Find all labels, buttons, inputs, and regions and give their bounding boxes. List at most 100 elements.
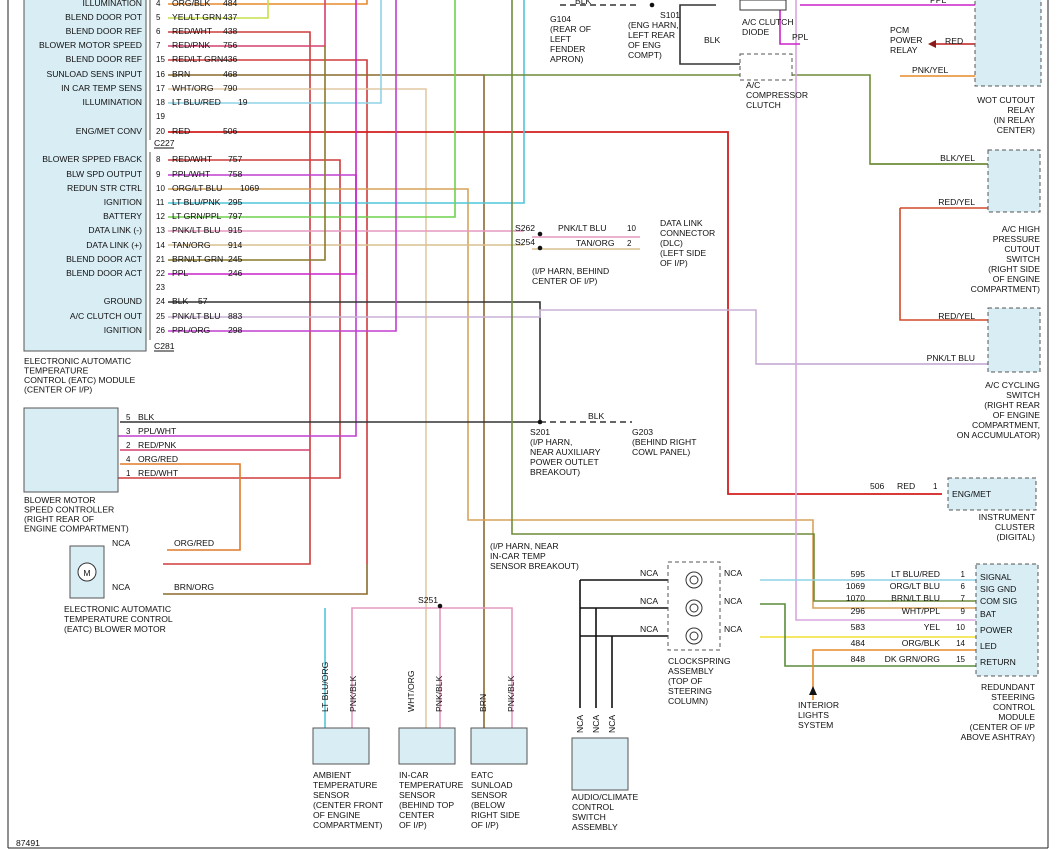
audio-switch-label: ASSEMBLY <box>572 822 618 832</box>
eatc-pin-function: ENG/MET CONV <box>76 126 142 136</box>
eatc-circuit-number: 883 <box>228 311 243 321</box>
cycling-wire-bot: PNK/LT BLU <box>927 353 975 363</box>
eatc-wire-color: ORG/BLK <box>172 0 210 8</box>
dlc-label: (LEFT SIDE <box>660 248 706 258</box>
eatc-circuit-number: 797 <box>228 211 243 221</box>
eatc-pin-function: DATA LINK (-) <box>88 225 142 235</box>
eatc-pin-number: 10 <box>156 184 165 193</box>
s101-location: COMPT) <box>628 50 662 60</box>
clockspring-label: STEERING <box>668 686 712 696</box>
ac-cycling-label: (RIGHT REAR <box>984 400 1040 410</box>
steering-pin: 1 <box>961 570 966 579</box>
steering-circuit: 848 <box>851 654 866 664</box>
eatc-pin-number: 18 <box>156 98 165 107</box>
wire-illumination-484 <box>168 0 368 5</box>
eatc-pin-number: 20 <box>156 127 165 136</box>
wire-484-led <box>812 649 976 700</box>
sensor-label: SENSOR <box>313 790 349 800</box>
steering-circuit: 583 <box>851 622 866 632</box>
clockspring-nca: NCA <box>640 568 658 578</box>
eatc-pin-number: 4 <box>156 0 161 8</box>
eatc-pin-function: IGNITION <box>104 325 142 335</box>
eatc-circuit-number: 246 <box>228 268 243 278</box>
wire-brn-org <box>163 564 368 595</box>
steering-wire: YEL <box>924 622 940 632</box>
eatc-wire-color: LT BLU/RED <box>172 97 221 107</box>
wire-blk-yel-link <box>484 74 990 165</box>
wire-red-yel <box>899 207 990 321</box>
eatc-circuit-number: 756 <box>223 40 238 50</box>
steering-pin: 7 <box>961 594 966 603</box>
eatc-wire-color: LT GRN/PPL <box>172 211 222 221</box>
interior-lights-label: SYSTEM <box>798 720 833 730</box>
interior-lights-label: INTERIOR <box>798 700 839 710</box>
wot-relay-label: CENTER) <box>997 125 1035 135</box>
clockspring-nca: NCA <box>640 596 658 606</box>
audio-switch-nca: NCA <box>591 715 601 733</box>
ac-cycling-switch-box <box>987 307 1041 373</box>
blower-motor-label: TEMPERATURE CONTROL <box>64 614 173 624</box>
steering-module-label: ABOVE ASHTRAY) <box>961 732 1035 742</box>
clockspring-coil <box>685 571 703 589</box>
eatc-module-label: ELECTRONIC AUTOMATIC <box>24 356 131 366</box>
ac-compressor-clutch-label: CLUTCH <box>746 100 781 110</box>
steering-function: COM SIG <box>980 596 1018 606</box>
steering-circuit: 1070 <box>846 593 865 603</box>
wire-757 <box>118 159 341 479</box>
ac-high-pressure-label: COMPARTMENT) <box>971 284 1041 294</box>
blower-pin-number: 5 <box>126 413 131 422</box>
blower-wire-color: PPL/WHT <box>138 426 177 436</box>
cluster-pin: 1 <box>933 482 938 491</box>
s101-location: LEFT REAR <box>628 30 675 40</box>
steering-module-label: STEERING <box>991 692 1035 702</box>
eatc-circuit-number: 758 <box>228 169 243 179</box>
pcm-relay-wire: RED <box>945 36 963 46</box>
sensor-label: TEMPERATURE <box>399 780 464 790</box>
eatc-circuit-number: 484 <box>223 0 238 8</box>
cluster-circuit: 506 <box>870 481 885 491</box>
sensor-label: TEMPERATURE <box>313 780 378 790</box>
s101-splice <box>649 2 655 8</box>
g104-label: G104 <box>550 14 571 24</box>
sensor-label: (BELOW <box>471 800 506 810</box>
eatc-wire-color: PPL/ORG <box>172 325 211 335</box>
clockspring-coil-inner <box>689 631 699 641</box>
cluster-function: ENG/MET <box>952 489 992 499</box>
eatc-wire-color: LT BLU/PNK <box>172 197 221 207</box>
eatc-circuit-number: 245 <box>228 254 243 264</box>
g203-location: (BEHIND RIGHT <box>632 437 697 447</box>
eatc-pin-number: 9 <box>156 170 161 179</box>
ac-clutch-diode-label: A/C CLUTCH <box>742 17 794 27</box>
eatc-wire-color: WHT/ORG <box>172 83 214 93</box>
wire-437 <box>168 0 269 19</box>
wire-797 <box>168 0 456 218</box>
eatc-pin-number: 16 <box>156 70 165 79</box>
blower-pin-number: 4 <box>126 455 131 464</box>
clockspring-label: CLOCKSPRING <box>668 656 731 666</box>
eatc-circuit-number: 915 <box>228 225 243 235</box>
blower-pin-number: 2 <box>126 441 131 450</box>
ac-compressor-clutch-box <box>739 53 793 81</box>
dlc-splice-note: (I/P HARN, BEHIND <box>532 266 609 276</box>
s254-label: S254 <box>515 237 535 247</box>
eatc-wire-color: BRN <box>172 69 190 79</box>
eatc-pin-number: 21 <box>156 255 165 264</box>
eatc-wire-color: RED/WHT <box>172 154 213 164</box>
steering-circuit: 484 <box>851 638 866 648</box>
eatc-circuit-number: 506 <box>223 126 238 136</box>
steering-pin: 10 <box>956 623 965 632</box>
steering-module-label: (CENTER OF I/P <box>970 722 1036 732</box>
instrument-cluster-label: (DIGITAL) <box>996 532 1035 542</box>
eatc-module-box <box>23 0 147 352</box>
cluster-wire: RED <box>897 481 915 491</box>
interior-lights-label: LIGHTS <box>798 710 829 720</box>
clockspring-nca: NCA <box>724 596 742 606</box>
sensor-wire-label: LT BLU/ORG <box>320 661 330 712</box>
component-layer <box>23 0 1042 791</box>
eatc-pin-number: 15 <box>156 55 165 64</box>
interior-lights-arrow <box>809 686 817 695</box>
eatc-pin-function: BLOWER SPPED FBACK <box>42 154 142 164</box>
blower-pin-number: 1 <box>126 469 131 478</box>
dlc-wire2: TAN/ORG <box>576 238 615 248</box>
